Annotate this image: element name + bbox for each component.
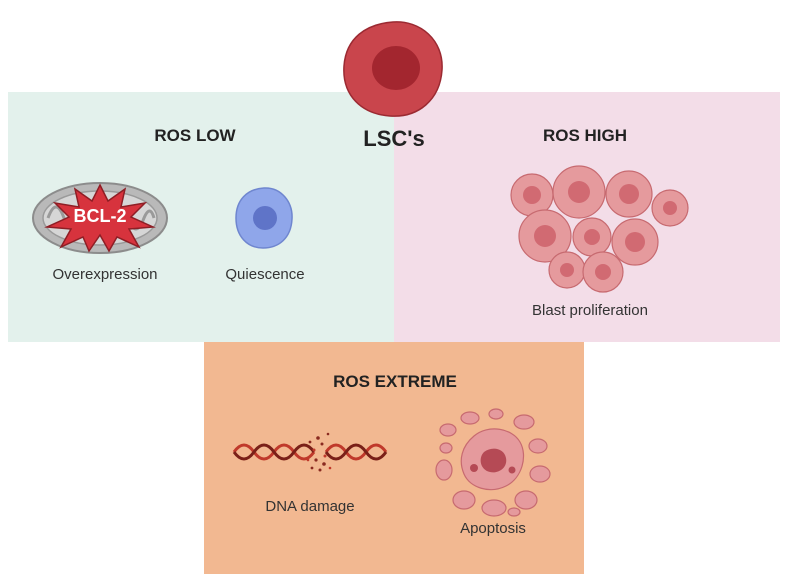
bcl2-starburst-icon [44,183,156,253]
quiescence-label: Quiescence [225,266,305,283]
blast-cells-icon [510,165,689,293]
dna-damage-icon [232,432,388,472]
quiescent-cell-icon [235,187,293,249]
bcl2-badge: BCL-2 [73,206,127,226]
blast-proliferation-label: Blast proliferation [532,302,648,319]
ros-extreme-title: ROS EXTREME [333,372,457,391]
ros-high-title: ROS HIGH [542,126,628,145]
apoptosis-icon [435,408,551,517]
lsc-label: LSC's [363,126,425,151]
ros-low-title: ROS LOW [154,126,236,145]
lsc-cell-icon [343,21,443,117]
overexpression-label: Overexpression [52,266,158,283]
apoptosis-label: Apoptosis [460,520,526,537]
dna-damage-label: DNA damage [265,498,355,515]
